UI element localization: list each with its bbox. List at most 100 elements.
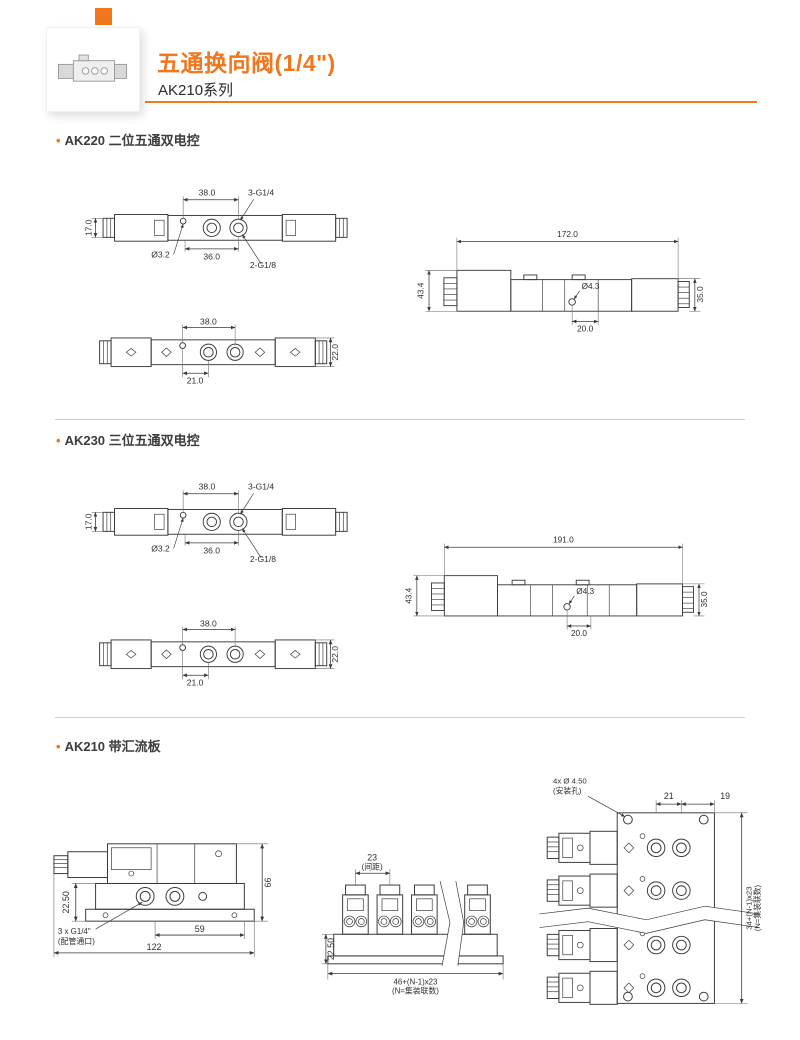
dimension-lines: [93, 491, 262, 559]
ak230-top-view-drawing: 38.0 3-G1/4 17.0 Ø3.2 36.0 2-G1/8: [84, 481, 348, 564]
extension-lines: [655, 800, 748, 1004]
ak230-bottom-view-drawing: 38.0 21.0 22.0: [99, 619, 340, 688]
dim-width2-label: 36.0: [203, 545, 220, 555]
orange-corner-tab: [95, 8, 112, 25]
dim-length-note: (N=集装联数): [752, 885, 762, 932]
hole-label: Ø3.2: [151, 249, 170, 259]
break-lines: [539, 905, 760, 934]
ports-top-label: 3-G1/4: [248, 481, 274, 491]
valve-details: [443, 279, 690, 312]
manifold-outline: [327, 884, 504, 965]
port-label: 3 x G1/4": [58, 927, 91, 936]
dimension-lines: [182, 325, 333, 376]
valve-outline: [99, 337, 328, 368]
dim-base-height-label: 22.50: [61, 891, 71, 913]
ak230-side-view-drawing: 191.0 43.4 35.0 Ø4.3 20.0: [404, 536, 709, 638]
ports-bottom-label: 2-G1/8: [250, 554, 276, 564]
section-heading-ak220: •AK220 二位五通双电控: [56, 130, 200, 149]
section-divider: [55, 419, 745, 420]
dim-length-label: 191.0: [553, 536, 574, 545]
series-subtitle: AK210系列: [158, 82, 234, 99]
valve-outline: [431, 575, 694, 617]
dim-height-label: 22.0: [330, 646, 340, 663]
section-label: AK230 三位五通双电控: [64, 433, 200, 448]
extension-lines: [91, 196, 239, 252]
section-heading-ak210: •AK210 带汇流板: [56, 736, 161, 755]
break-mask: [539, 906, 760, 934]
dimension-lines: [182, 627, 333, 678]
section-label: AK220 二位五通双电控: [64, 133, 200, 148]
dim-width-label: 38.0: [199, 481, 216, 491]
section-bullet: •: [56, 133, 61, 148]
valve-outline: [102, 214, 348, 242]
valve-outline: [102, 508, 348, 536]
break-mask: [440, 881, 464, 966]
ports-bottom-label: 2-G1/8: [250, 260, 276, 270]
manifold-outline: [53, 843, 255, 922]
valve-outline: [99, 639, 328, 670]
dimension-lines: [587, 796, 744, 1004]
port-note: (配管通口): [58, 936, 95, 946]
valve-details: [106, 218, 344, 238]
valve-details: [103, 340, 324, 364]
dim-total-width-label: 122: [147, 942, 162, 952]
section-heading-ak230: •AK230 三位五通双电控: [56, 430, 200, 449]
dim-width2-label: 21.0: [187, 678, 204, 688]
ak220-top-view-drawing: 38.0 3-G1/4 17.0 Ø3.2 36.0 2-G1/8: [84, 187, 348, 270]
dim-pitch-label: 23: [367, 852, 377, 862]
ak220-bottom-view-drawing: 38.0 21.0 22.0: [99, 317, 340, 386]
mount-holes-note: (安装孔): [553, 785, 582, 795]
dim-19-label: 19: [720, 791, 730, 801]
dim-height-label: 17.0: [84, 219, 94, 236]
dim-height-label: 17.0: [84, 513, 94, 530]
valve-details: [106, 512, 344, 532]
valve-thumbnail-icon: [58, 54, 128, 82]
valve-outline: [443, 269, 690, 312]
dim-length-note: (N=集装联数): [392, 985, 439, 995]
dim-width2-label: 36.0: [203, 251, 220, 261]
dim-length-formula: 46+(N-1)x23: [394, 977, 439, 986]
dim-hleft-label: 43.4: [415, 282, 425, 299]
break-lines: [439, 881, 465, 966]
page-title: 五通换向阀(1/4"): [157, 50, 336, 76]
header-divider: [145, 101, 757, 103]
ports-top-label: 3-G1/4: [248, 187, 274, 197]
valve-details: [431, 584, 694, 616]
section-bullet: •: [56, 739, 61, 754]
dim-height-label: 22.0: [330, 344, 340, 361]
dim-length-label: 172.0: [557, 229, 578, 239]
section-divider: [55, 717, 745, 718]
dim-holeoffset-label: 20.0: [571, 629, 587, 638]
dim-width-label: 38.0: [200, 317, 217, 327]
ak210-manifold-side-drawing: 66 22.50 59 122 3 x G1/4" (配管通口): [53, 843, 273, 957]
dim-base-width-label: 59: [195, 924, 205, 934]
manifold-details: [547, 833, 646, 998]
dim-hleft-label: 43.4: [404, 587, 413, 603]
ak210-manifold-front-drawing: 23 (间距) 22.50 46+(N-1)x23 (N=集装联数): [321, 852, 504, 995]
dimension-lines: [53, 843, 265, 955]
extension-lines: [182, 626, 335, 680]
dim-base-height-label: 22.50: [326, 938, 336, 960]
extension-lines: [425, 237, 701, 326]
dimension-lines: [415, 545, 701, 628]
hole-label: Ø3.2: [151, 543, 170, 553]
dim-width-label: 38.0: [200, 619, 217, 629]
manifold-details: [343, 898, 490, 928]
ak220-side-view-drawing: 172.0 43.4 35.0 Ø4.3 20.0: [415, 229, 705, 334]
product-thumbnail: [46, 27, 140, 112]
dim-total-height-label: 66: [263, 877, 273, 887]
dim-holeoffset-label: 20.0: [577, 324, 594, 334]
dimension-lines: [93, 197, 262, 265]
dim-pitch-note: (间距): [362, 862, 383, 871]
manifold-outline: [546, 812, 715, 1005]
section-label: AK210 带汇流板: [64, 739, 161, 754]
hole-label: Ø4.3: [581, 281, 599, 291]
dim-hright-label: 35.0: [695, 286, 705, 303]
dimension-lines: [427, 239, 697, 324]
ak210-manifold-top-drawing: 4x Ø 4.50 (安装孔) 21 19 34+(N-1)x23 (N=集装联…: [539, 777, 762, 1005]
dim-21-label: 21: [664, 791, 674, 801]
dimension-lines: [323, 871, 504, 976]
hole-label: Ø4.3: [576, 587, 594, 596]
extension-lines: [413, 543, 705, 630]
dim-length-formula: 34+(N-1)x23: [744, 886, 753, 929]
